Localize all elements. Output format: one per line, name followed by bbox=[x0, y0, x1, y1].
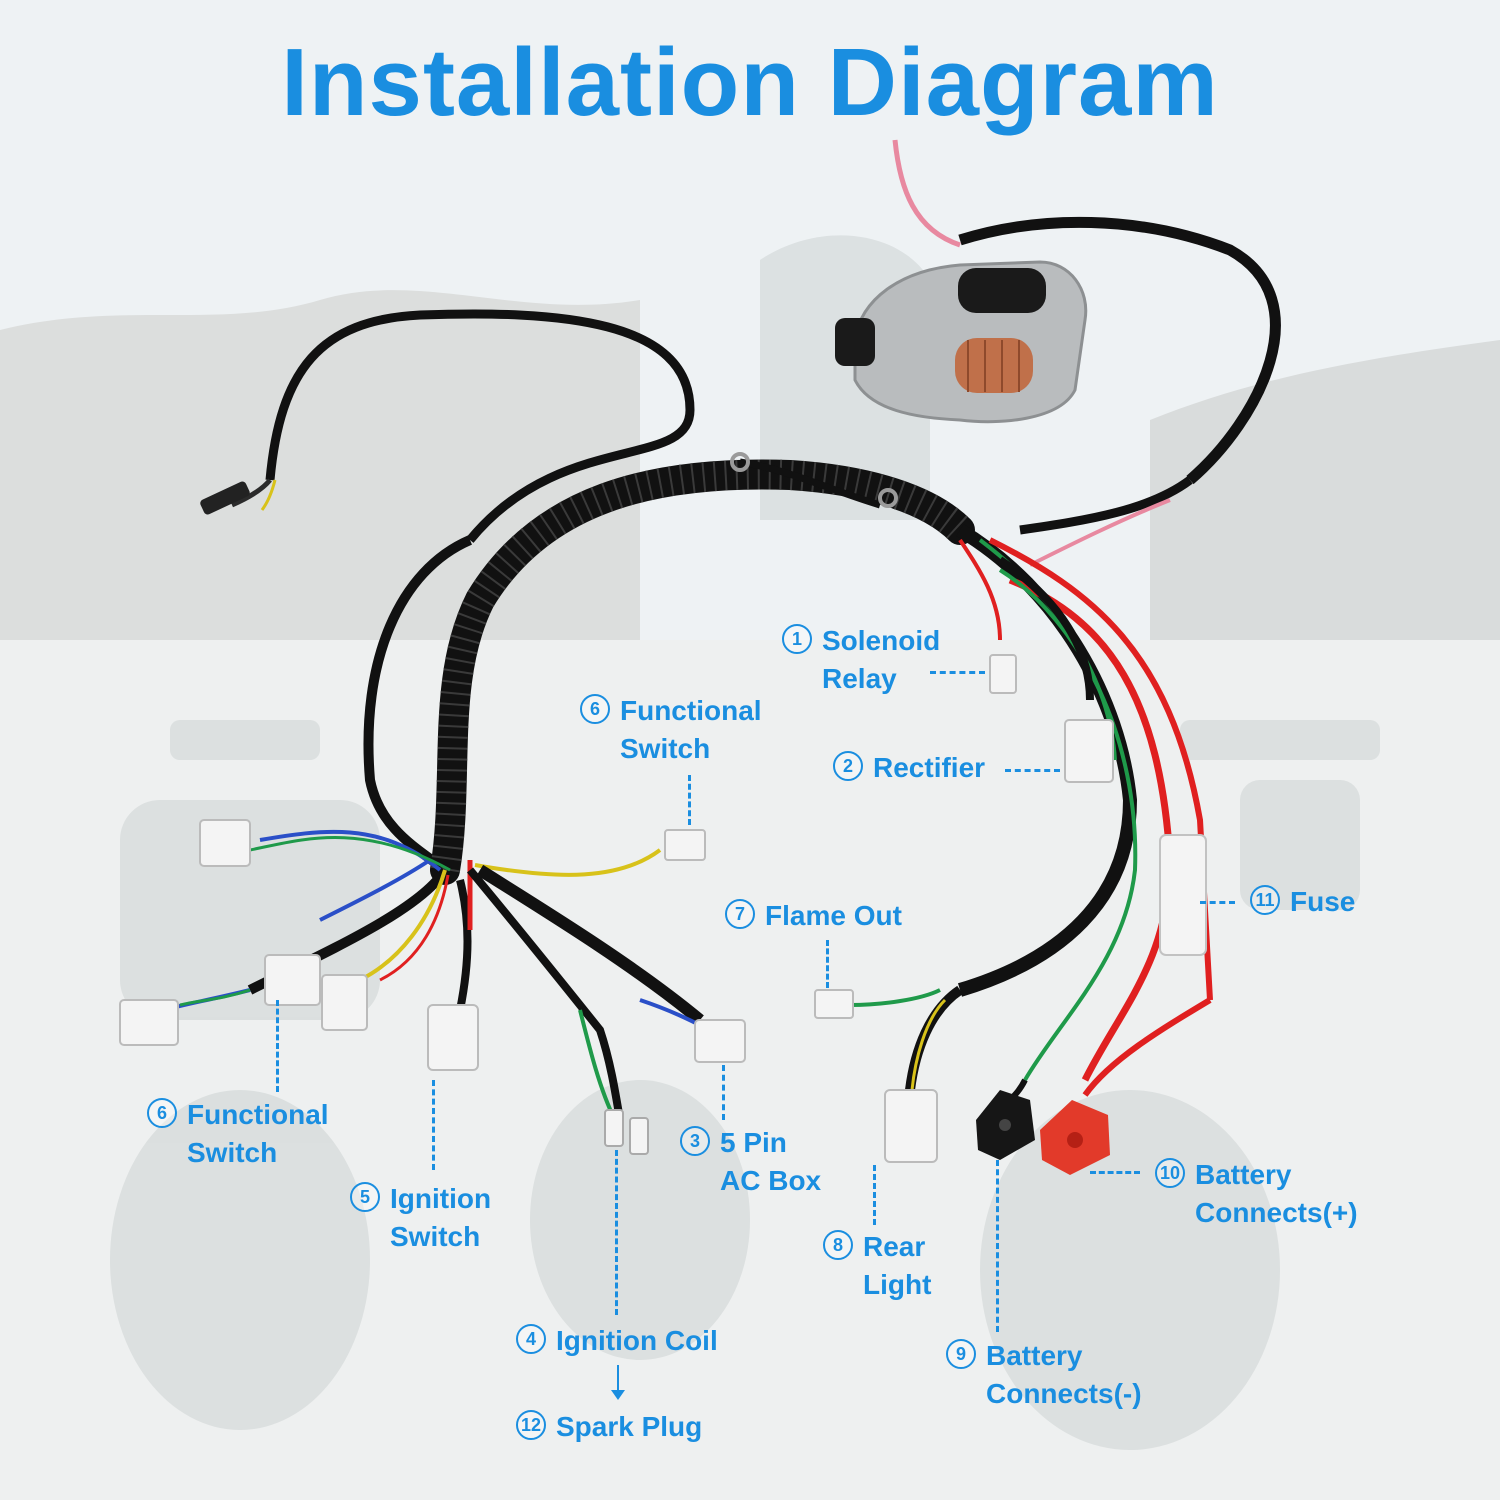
flame-out-connector bbox=[814, 989, 854, 1019]
callout-label-line-1: Battery bbox=[1195, 1159, 1292, 1190]
rear-light-connector bbox=[884, 1089, 938, 1163]
leader-fuse bbox=[1200, 901, 1235, 904]
leader-functional-switch-top bbox=[688, 775, 691, 825]
arrow-down-icon bbox=[611, 1390, 625, 1400]
fuse-holder bbox=[1159, 834, 1207, 956]
callout-label-line-1: Rectifier bbox=[873, 752, 986, 783]
callout-number: 3 bbox=[680, 1126, 710, 1156]
rectifier-connector bbox=[1064, 719, 1114, 783]
callout-label-line-1: Flame Out bbox=[765, 900, 902, 931]
ignition-switch-connector bbox=[427, 1004, 479, 1071]
callout-label-line-1: Fuse bbox=[1290, 886, 1356, 917]
callout-spark-plug: 12 Spark Plug bbox=[516, 1408, 702, 1446]
callout-fuse: 11 Fuse bbox=[1250, 883, 1355, 921]
leader-functional-switch-left bbox=[276, 1000, 279, 1092]
solenoid-relay-connector bbox=[989, 654, 1017, 694]
callout-number: 5 bbox=[350, 1182, 380, 1212]
callout-number: 7 bbox=[725, 899, 755, 929]
leader-ignition-switch bbox=[432, 1080, 435, 1170]
callout-label-line-1: Battery bbox=[986, 1340, 1083, 1371]
callout-5-pin-ac-box: 3 5 Pin AC Box bbox=[680, 1124, 821, 1200]
callout-number: 10 bbox=[1155, 1158, 1185, 1188]
leader-ignition-to-spark bbox=[617, 1365, 619, 1393]
callout-label-line-1: Spark Plug bbox=[556, 1411, 703, 1442]
callout-ignition-coil: 4 Ignition Coil bbox=[516, 1322, 718, 1360]
callout-label-line-2: Switch bbox=[390, 1221, 481, 1252]
callout-number: 6 bbox=[147, 1098, 177, 1128]
callout-number: 4 bbox=[516, 1324, 546, 1354]
callout-label-line-2: Connects(+) bbox=[1195, 1197, 1358, 1228]
leader-ignition-coil bbox=[615, 1150, 618, 1315]
callout-solenoid-relay: 1 Solenoid Relay bbox=[782, 622, 940, 698]
callout-label-line-2: Switch bbox=[620, 733, 711, 764]
functional-switch-connector-top bbox=[664, 829, 706, 861]
callout-label-line-1: Solenoid bbox=[822, 625, 941, 656]
leader-battery-connects-pos bbox=[1090, 1171, 1140, 1174]
page-title: Installation Diagram bbox=[281, 29, 1219, 136]
callout-label-line-2: Light bbox=[863, 1269, 932, 1300]
callout-label-line-1: Ignition Coil bbox=[556, 1325, 718, 1356]
callout-rectifier: 2 Rectifier bbox=[833, 749, 985, 787]
callout-label-line-2: Connects(-) bbox=[986, 1378, 1142, 1409]
callout-functional-switch-left: 6 Functional Switch bbox=[147, 1096, 329, 1172]
callout-label-line-2: AC Box bbox=[720, 1165, 822, 1196]
leader-rear-light bbox=[873, 1165, 876, 1225]
functional-switch-connector bbox=[119, 999, 179, 1046]
leader-rectifier bbox=[1005, 769, 1060, 772]
leader-solenoid-relay bbox=[930, 671, 985, 674]
callout-ignition-switch: 5 Ignition Switch bbox=[350, 1180, 491, 1256]
leader-5-pin-ac-box bbox=[722, 1065, 725, 1120]
callout-number: 2 bbox=[833, 751, 863, 781]
callout-functional-switch-top: 6 Functional Switch bbox=[580, 692, 762, 768]
callout-flame-out: 7 Flame Out bbox=[725, 897, 902, 935]
callout-number: 8 bbox=[823, 1230, 853, 1260]
callout-number: 11 bbox=[1250, 885, 1280, 915]
ignition-coil-terminal bbox=[604, 1109, 624, 1147]
callout-number: 1 bbox=[782, 624, 812, 654]
callout-label-line-1: 5 Pin bbox=[720, 1127, 787, 1158]
stator-icon bbox=[835, 260, 1088, 424]
callout-number: 6 bbox=[580, 694, 610, 724]
callout-number: 12 bbox=[516, 1410, 546, 1440]
callout-label-line-2: Switch bbox=[187, 1137, 278, 1168]
callout-label-line-2: Relay bbox=[822, 663, 897, 694]
callout-battery-connects-neg: 9 Battery Connects(-) bbox=[946, 1337, 1142, 1413]
callout-label-line-1: Rear bbox=[863, 1231, 926, 1262]
callout-battery-connects-pos: 10 Battery Connects(+) bbox=[1155, 1156, 1358, 1232]
callout-number: 9 bbox=[946, 1339, 976, 1369]
ac-box-connector bbox=[694, 1019, 746, 1063]
leader-flame-out bbox=[826, 940, 829, 988]
leader-battery-connects-neg bbox=[996, 1160, 999, 1332]
callout-label-line-1: Functional bbox=[620, 695, 762, 726]
callout-label-line-1: Ignition bbox=[390, 1183, 492, 1214]
callout-label-line-1: Functional bbox=[187, 1099, 329, 1130]
callout-rear-light: 8 Rear Light bbox=[823, 1228, 931, 1304]
